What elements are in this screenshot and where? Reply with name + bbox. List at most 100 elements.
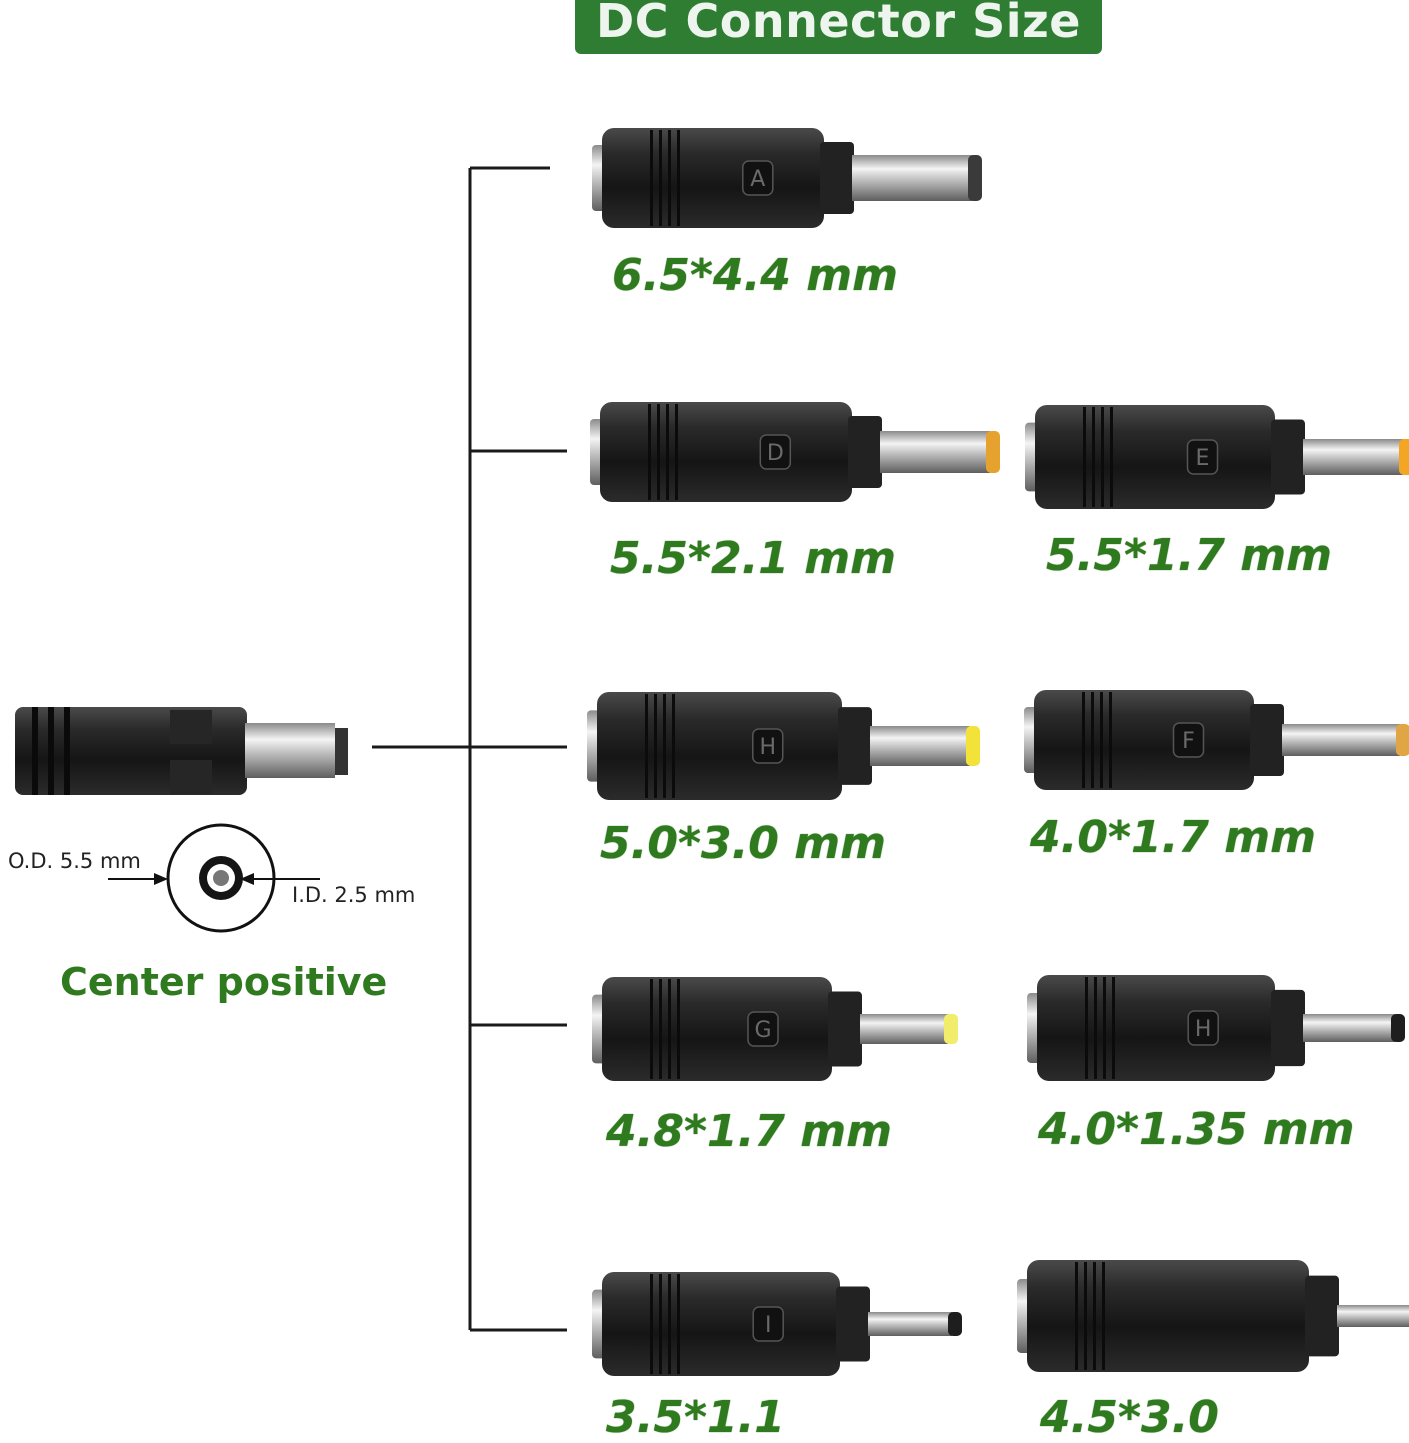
polarity-label: Center positive [60,960,388,1004]
tip-grip-groove [1103,977,1106,1079]
tip-grip-groove [672,694,675,798]
tip-body [602,977,832,1081]
tip-color-band [1391,1014,1405,1042]
tip-size-label-h2: 4.0*1.35 mm [1038,1104,1355,1155]
tip-body [602,128,824,228]
tip-size-label-g: 4.8*1.7 mm [606,1106,892,1157]
tip-grip-groove [657,404,660,500]
tip-pin [868,1312,952,1336]
tip-grip-groove [668,130,671,226]
plug-end-view [108,823,320,933]
title-banner: DC Connector Size [575,0,1102,54]
tip-body [1037,975,1275,1081]
tip-size-label-a: 6.5*4.4 mm [612,250,898,301]
tip-grip-groove [1101,407,1104,507]
tip-grip-groove [668,1274,671,1374]
tip-color-band [944,1014,958,1044]
tip-grip-groove [1082,692,1085,788]
tip-grip-groove [666,404,669,500]
tip-collar [820,142,854,214]
tip-collar [1271,989,1305,1067]
tip-pin [860,1014,948,1044]
tip-size-label-d: 5.5*2.1 mm [610,533,896,584]
tip-grip-groove [1091,692,1094,788]
tip-grip-groove [677,979,680,1079]
tip-collar [828,991,862,1067]
connector-diagram: A D E H F G H I [15,128,1409,1376]
tip-letter: D [767,441,784,466]
connector-tip-h2: H [1027,975,1405,1081]
outer-diameter-label: O.D. 5.5 mm [8,849,141,873]
tip-grip-groove [1075,1262,1078,1370]
tip-grip-groove [1094,977,1097,1079]
tip-grip-groove [668,979,671,1079]
tip-body [600,402,852,502]
connector-tip-g: G [592,977,958,1081]
tip-body [1034,690,1254,790]
tip-letter-badge [747,1011,779,1047]
tip-color-band [1399,439,1409,475]
tip-collar [1250,704,1284,776]
tip-letter-badge [752,1306,784,1342]
tip-size-label-f: 4.0*1.7 mm [1030,812,1316,863]
tip-collar [1271,419,1305,495]
tip-grip-groove [654,694,657,798]
tip-letter-badge [742,160,774,196]
tip-grip-groove [1102,1262,1105,1370]
tip-letter-badge [1172,722,1205,758]
tip-letter: G [754,1018,771,1043]
tip-size-label-h: 5.0*3.0 mm [600,818,886,869]
tip-grip-groove [650,979,653,1079]
tip-grip-groove [677,1274,680,1374]
page-title: DC Connector Size [596,0,1081,48]
connector-tip-j [1017,1260,1409,1372]
tip-grip-groove [675,404,678,500]
tip-color-band [986,431,1000,473]
bracket-lines [372,166,567,1332]
connector-tip-i: I [592,1272,962,1376]
tip-color-band [968,155,982,201]
connector-tip-e: E [1025,405,1409,509]
tip-letter: A [750,167,765,192]
tip-grip-groove [1109,692,1112,788]
tip-pin [1303,439,1403,475]
tip-collar [836,1286,870,1362]
connector-tip-f: F [1024,690,1409,790]
tip-pin [880,431,990,473]
tip-grip-groove [659,130,662,226]
tip-letter: E [1196,446,1210,471]
tip-body [1035,405,1275,509]
tip-grip-groove [1100,692,1103,788]
tip-size-label-e: 5.5*1.7 mm [1046,530,1332,581]
connector-tip-h: H [587,692,980,800]
tip-pin [852,155,972,201]
tip-collar [838,707,872,785]
tip-color-band [948,1312,962,1336]
tip-grip-groove [650,130,653,226]
inner-diameter-label: I.D. 2.5 mm [292,883,416,907]
tip-size-label-i: 3.5*1.1 [606,1392,785,1443]
tip-grip-groove [1083,407,1086,507]
source-plug [15,707,348,795]
tip-grip-groove [645,694,648,798]
tip-grip-groove [1085,977,1088,1079]
tip-size-label-j: 4.5*3.0 [1040,1392,1219,1443]
tip-letter: F [1182,729,1195,754]
tip-body [602,1272,840,1376]
tip-grip-groove [650,1274,653,1374]
connector-tip-a: A [592,128,982,228]
tip-pin [870,726,970,766]
tip-grip-groove [1112,977,1115,1079]
tip-collar [1305,1275,1339,1357]
tip-letter-badge [1186,439,1219,475]
tip-pin [1337,1305,1409,1327]
tip-grip-groove [1110,407,1113,507]
tip-letter-badge [759,434,792,470]
tip-body [597,692,842,800]
tip-color-band [966,726,980,766]
tip-grip-groove [663,694,666,798]
tip-color-band [1396,724,1409,756]
tip-grip-groove [1084,1262,1087,1370]
tip-letter: H [1195,1017,1212,1042]
tip-grip-groove [648,404,651,500]
